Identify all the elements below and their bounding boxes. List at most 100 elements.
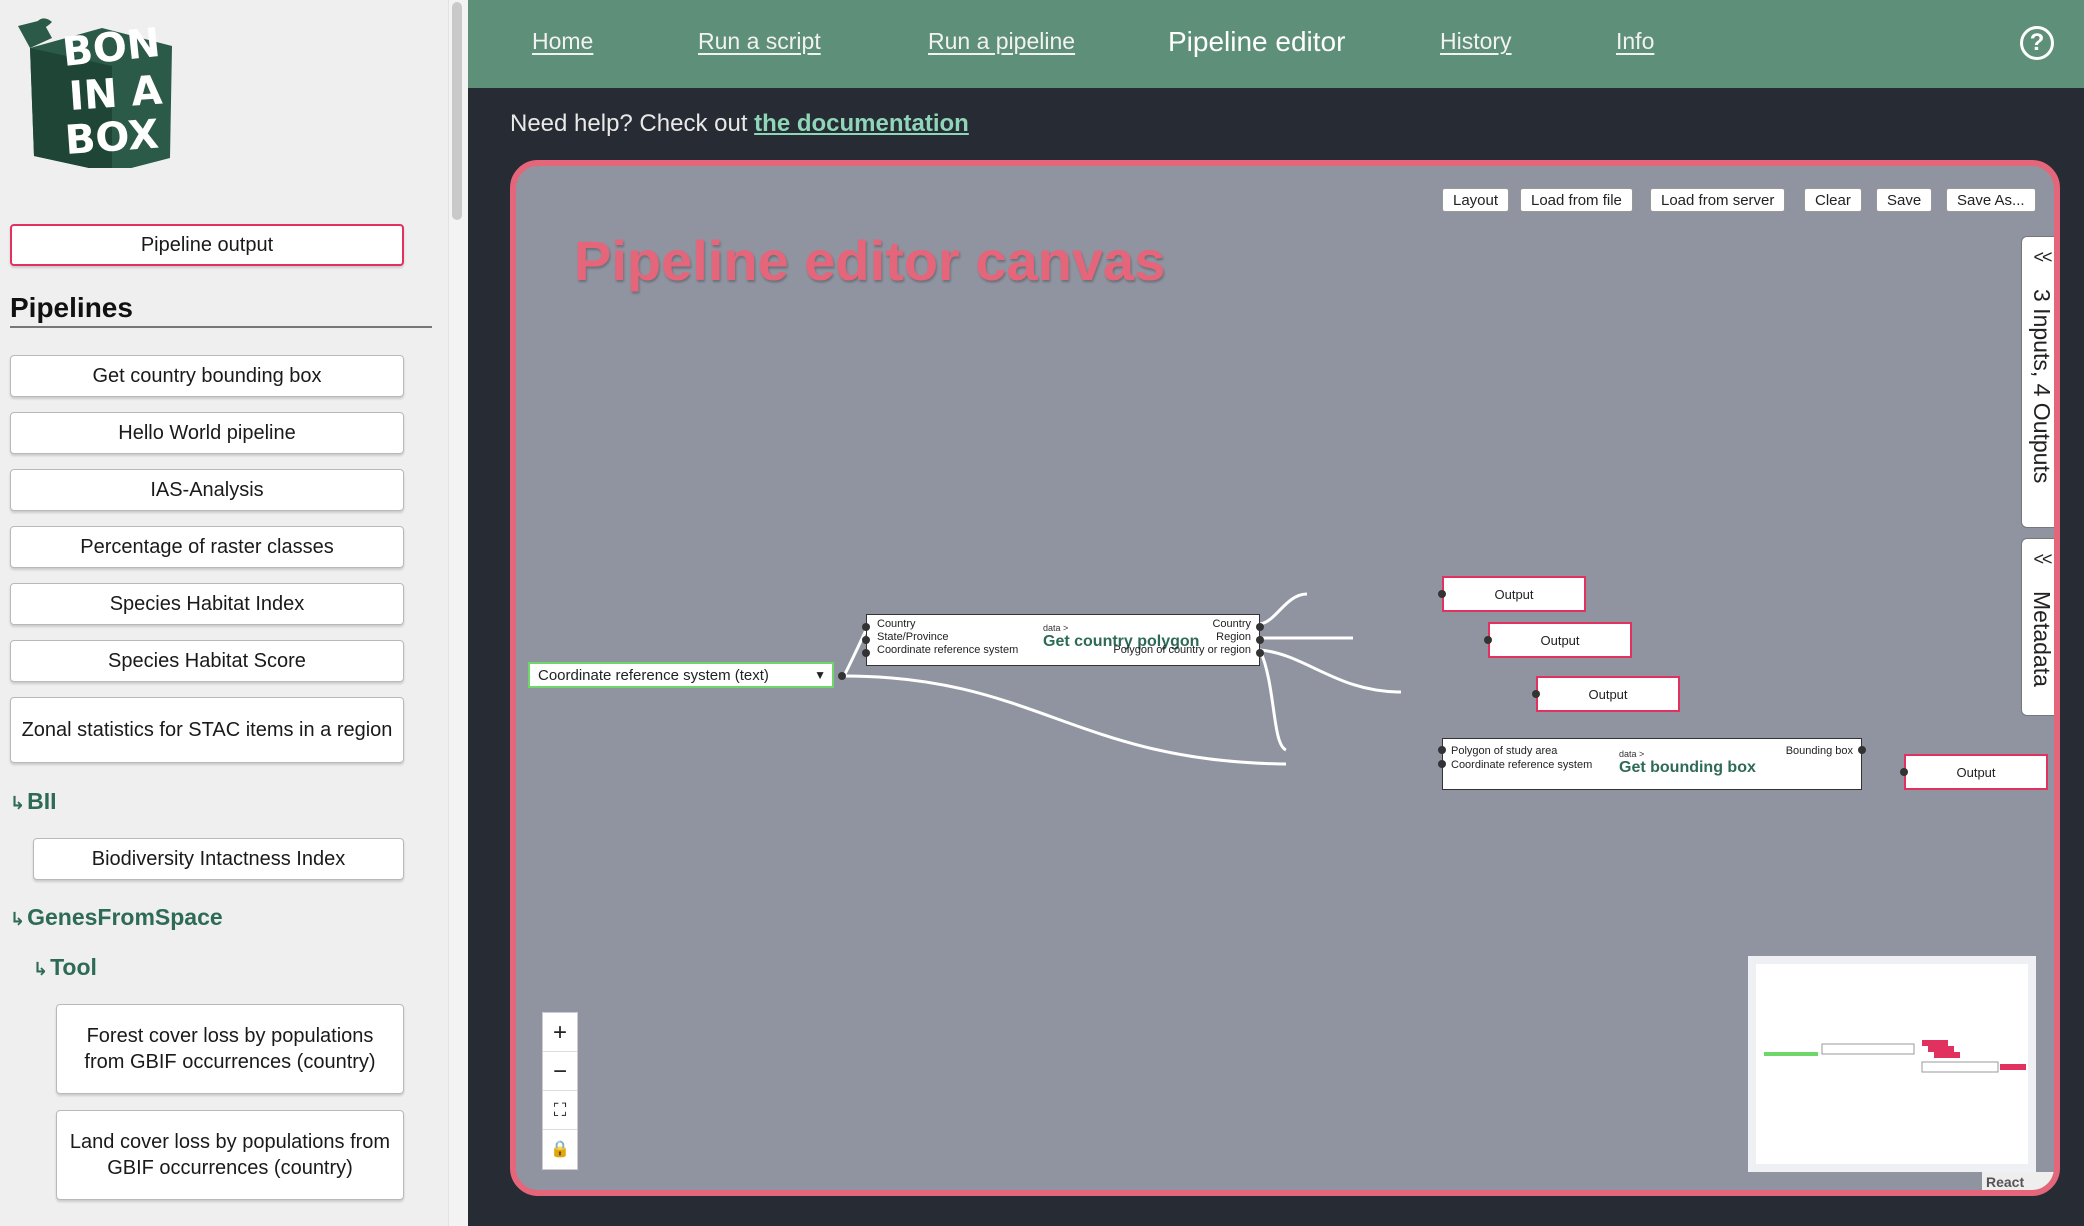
input-handle[interactable] xyxy=(1438,590,1446,598)
nav-run-script[interactable]: Run a script xyxy=(698,28,821,54)
sidebar: BON IN A BOX Pipeline output Pipelines G… xyxy=(0,0,468,1226)
pipeline-item[interactable]: Get country bounding box xyxy=(10,355,404,397)
pipeline-item[interactable]: Biodiversity Intactness Index xyxy=(33,838,404,880)
folder-bii[interactable]: ↳BII xyxy=(10,788,56,815)
logo-text-3: BOX xyxy=(63,112,160,164)
output-node[interactable]: Output xyxy=(1904,754,2048,790)
node-output-label: Bounding box xyxy=(1785,745,1853,757)
folder-label: GenesFromSpace xyxy=(27,904,223,930)
input-handle[interactable] xyxy=(862,636,870,644)
load-from-file-button[interactable]: Load from file xyxy=(1520,188,1633,212)
help-icon[interactable]: ? xyxy=(2020,26,2054,60)
pipeline-edges xyxy=(842,592,1753,774)
output-handle[interactable] xyxy=(1256,623,1264,631)
input-handle[interactable] xyxy=(862,623,870,631)
node-data-label: data > xyxy=(1619,749,1645,759)
edge xyxy=(1259,648,1402,694)
node-input-label: Country xyxy=(877,618,916,630)
folder-arrow-icon: ↳ xyxy=(10,909,26,929)
input-handle[interactable] xyxy=(1484,636,1492,644)
save-button[interactable]: Save xyxy=(1876,188,1933,212)
chevron-left-icon: << xyxy=(2033,247,2052,267)
node-input-label: Polygon of study area xyxy=(1451,745,1558,757)
pipeline-item[interactable]: Forest cover loss by populations from GB… xyxy=(56,1004,404,1094)
nav-info[interactable]: Info xyxy=(1616,28,1655,54)
nav-pipeline-editor[interactable]: Pipeline editor xyxy=(1168,26,1346,57)
edge xyxy=(1258,649,1287,752)
pipeline-item[interactable]: Land cover loss by populations from GBIF… xyxy=(56,1110,404,1200)
inputs-outputs-label: 3 Inputs, 4 Outputs xyxy=(2029,289,2055,484)
node-output-label: Polygon of country or region xyxy=(1113,644,1251,656)
help-text: Need help? Check out the documentation xyxy=(510,110,969,138)
pipeline-item[interactable]: Hello World pipeline xyxy=(10,412,404,454)
input-node[interactable]: Coordinate reference system (text) ▼ xyxy=(528,662,834,688)
lock-icon[interactable]: 🔒 xyxy=(550,1141,570,1158)
metadata-label: Metadata xyxy=(2029,591,2055,687)
input-handle[interactable] xyxy=(1438,760,1446,768)
folder-arrow-icon: ↳ xyxy=(10,793,26,813)
load-from-server-button[interactable]: Load from server xyxy=(1650,188,1786,212)
react-flow-attribution[interactable]: React Flow xyxy=(1982,1172,2054,1190)
input-handle[interactable] xyxy=(1900,768,1908,776)
sidebar-scrollbar[interactable] xyxy=(448,0,468,1226)
pipeline-item[interactable]: Species Habitat Score xyxy=(10,640,404,682)
output-handle[interactable] xyxy=(838,672,846,680)
zoom-controls: + − ⛶ 🔒 xyxy=(542,1012,578,1170)
node-title: Get country polygon xyxy=(1043,633,1200,650)
clear-button[interactable]: Clear xyxy=(1804,188,1862,212)
edge xyxy=(843,674,1287,766)
pipeline-item[interactable]: Species Habitat Index xyxy=(10,583,404,625)
folder-arrow-icon: ↳ xyxy=(33,959,49,979)
inputs-outputs-tab[interactable]: << 3 Inputs, 4 Outputs xyxy=(2021,236,2055,528)
input-node-label: Coordinate reference system (text) xyxy=(538,666,769,684)
documentation-link[interactable]: the documentation xyxy=(754,110,969,137)
zoom-out-icon[interactable]: − xyxy=(543,1052,577,1091)
output-node[interactable]: Output xyxy=(1488,622,1632,658)
chevron-left-icon: << xyxy=(2033,549,2052,569)
input-handle[interactable] xyxy=(1532,690,1540,698)
nav-run-pipeline[interactable]: Run a pipeline xyxy=(928,28,1076,54)
edge xyxy=(1259,592,1308,626)
pipeline-item[interactable]: Zonal statistics for STAC items in a reg… xyxy=(10,697,404,763)
pipeline-item[interactable]: Percentage of raster classes xyxy=(10,526,404,568)
output-handle[interactable] xyxy=(1256,636,1264,644)
script-node-get-bounding-box[interactable]: Polygon of study area Coordinate referen… xyxy=(1442,738,1862,790)
output-handle[interactable] xyxy=(1256,649,1264,657)
sidebar-scroll-thumb[interactable] xyxy=(452,2,462,220)
help-prefix: Need help? Check out xyxy=(510,110,755,137)
script-node-get-country-polygon[interactable]: Country State/Province Coordinate refere… xyxy=(866,614,1260,666)
node-output-label: Country xyxy=(1212,618,1251,630)
logo-text-2: IN A xyxy=(67,68,163,120)
node-output-label: Region xyxy=(1216,631,1251,643)
input-handle[interactable] xyxy=(1438,746,1446,754)
node-data-label: data > xyxy=(1043,623,1069,633)
output-node[interactable]: Output xyxy=(1442,576,1586,612)
minimap-graph xyxy=(1756,964,2028,1164)
folder-label: Tool xyxy=(50,954,97,980)
pipeline-editor-canvas[interactable]: Pipeline editor canvas Layout Load from … xyxy=(510,160,2060,1196)
output-handle[interactable] xyxy=(1858,746,1866,754)
folder-genesfromspace[interactable]: ↳GenesFromSpace xyxy=(10,904,223,931)
nav-history[interactable]: History xyxy=(1440,28,1512,54)
pipeline-output-button[interactable]: Pipeline output xyxy=(10,224,404,266)
dropdown-icon[interactable]: ▼ xyxy=(814,668,826,682)
top-nav: Home Run a script Run a pipeline Pipelin… xyxy=(468,0,2084,88)
bon-in-a-box-logo[interactable]: BON IN A BOX xyxy=(12,8,182,168)
output-node[interactable]: Output xyxy=(1536,676,1680,712)
fit-view-icon[interactable]: ⛶ xyxy=(543,1091,577,1130)
nav-home[interactable]: Home xyxy=(532,28,594,54)
node-input-label: Coordinate reference system xyxy=(1451,759,1593,771)
node-input-label: State/Province xyxy=(877,631,949,643)
input-handle[interactable] xyxy=(862,649,870,657)
pipeline-item[interactable]: IAS-Analysis xyxy=(10,469,404,511)
metadata-tab[interactable]: << Metadata xyxy=(2021,538,2055,716)
edge xyxy=(842,629,868,677)
pipelines-heading: Pipelines xyxy=(10,292,432,328)
save-as-button[interactable]: Save As... xyxy=(1946,188,2036,212)
zoom-in-icon[interactable]: + xyxy=(543,1013,577,1052)
layout-button[interactable]: Layout xyxy=(1442,188,1510,212)
node-input-label: Coordinate reference system xyxy=(877,644,1019,656)
node-title: Get bounding box xyxy=(1619,759,1756,776)
minimap[interactable] xyxy=(1748,956,2036,1172)
folder-tool[interactable]: ↳Tool xyxy=(33,954,97,981)
